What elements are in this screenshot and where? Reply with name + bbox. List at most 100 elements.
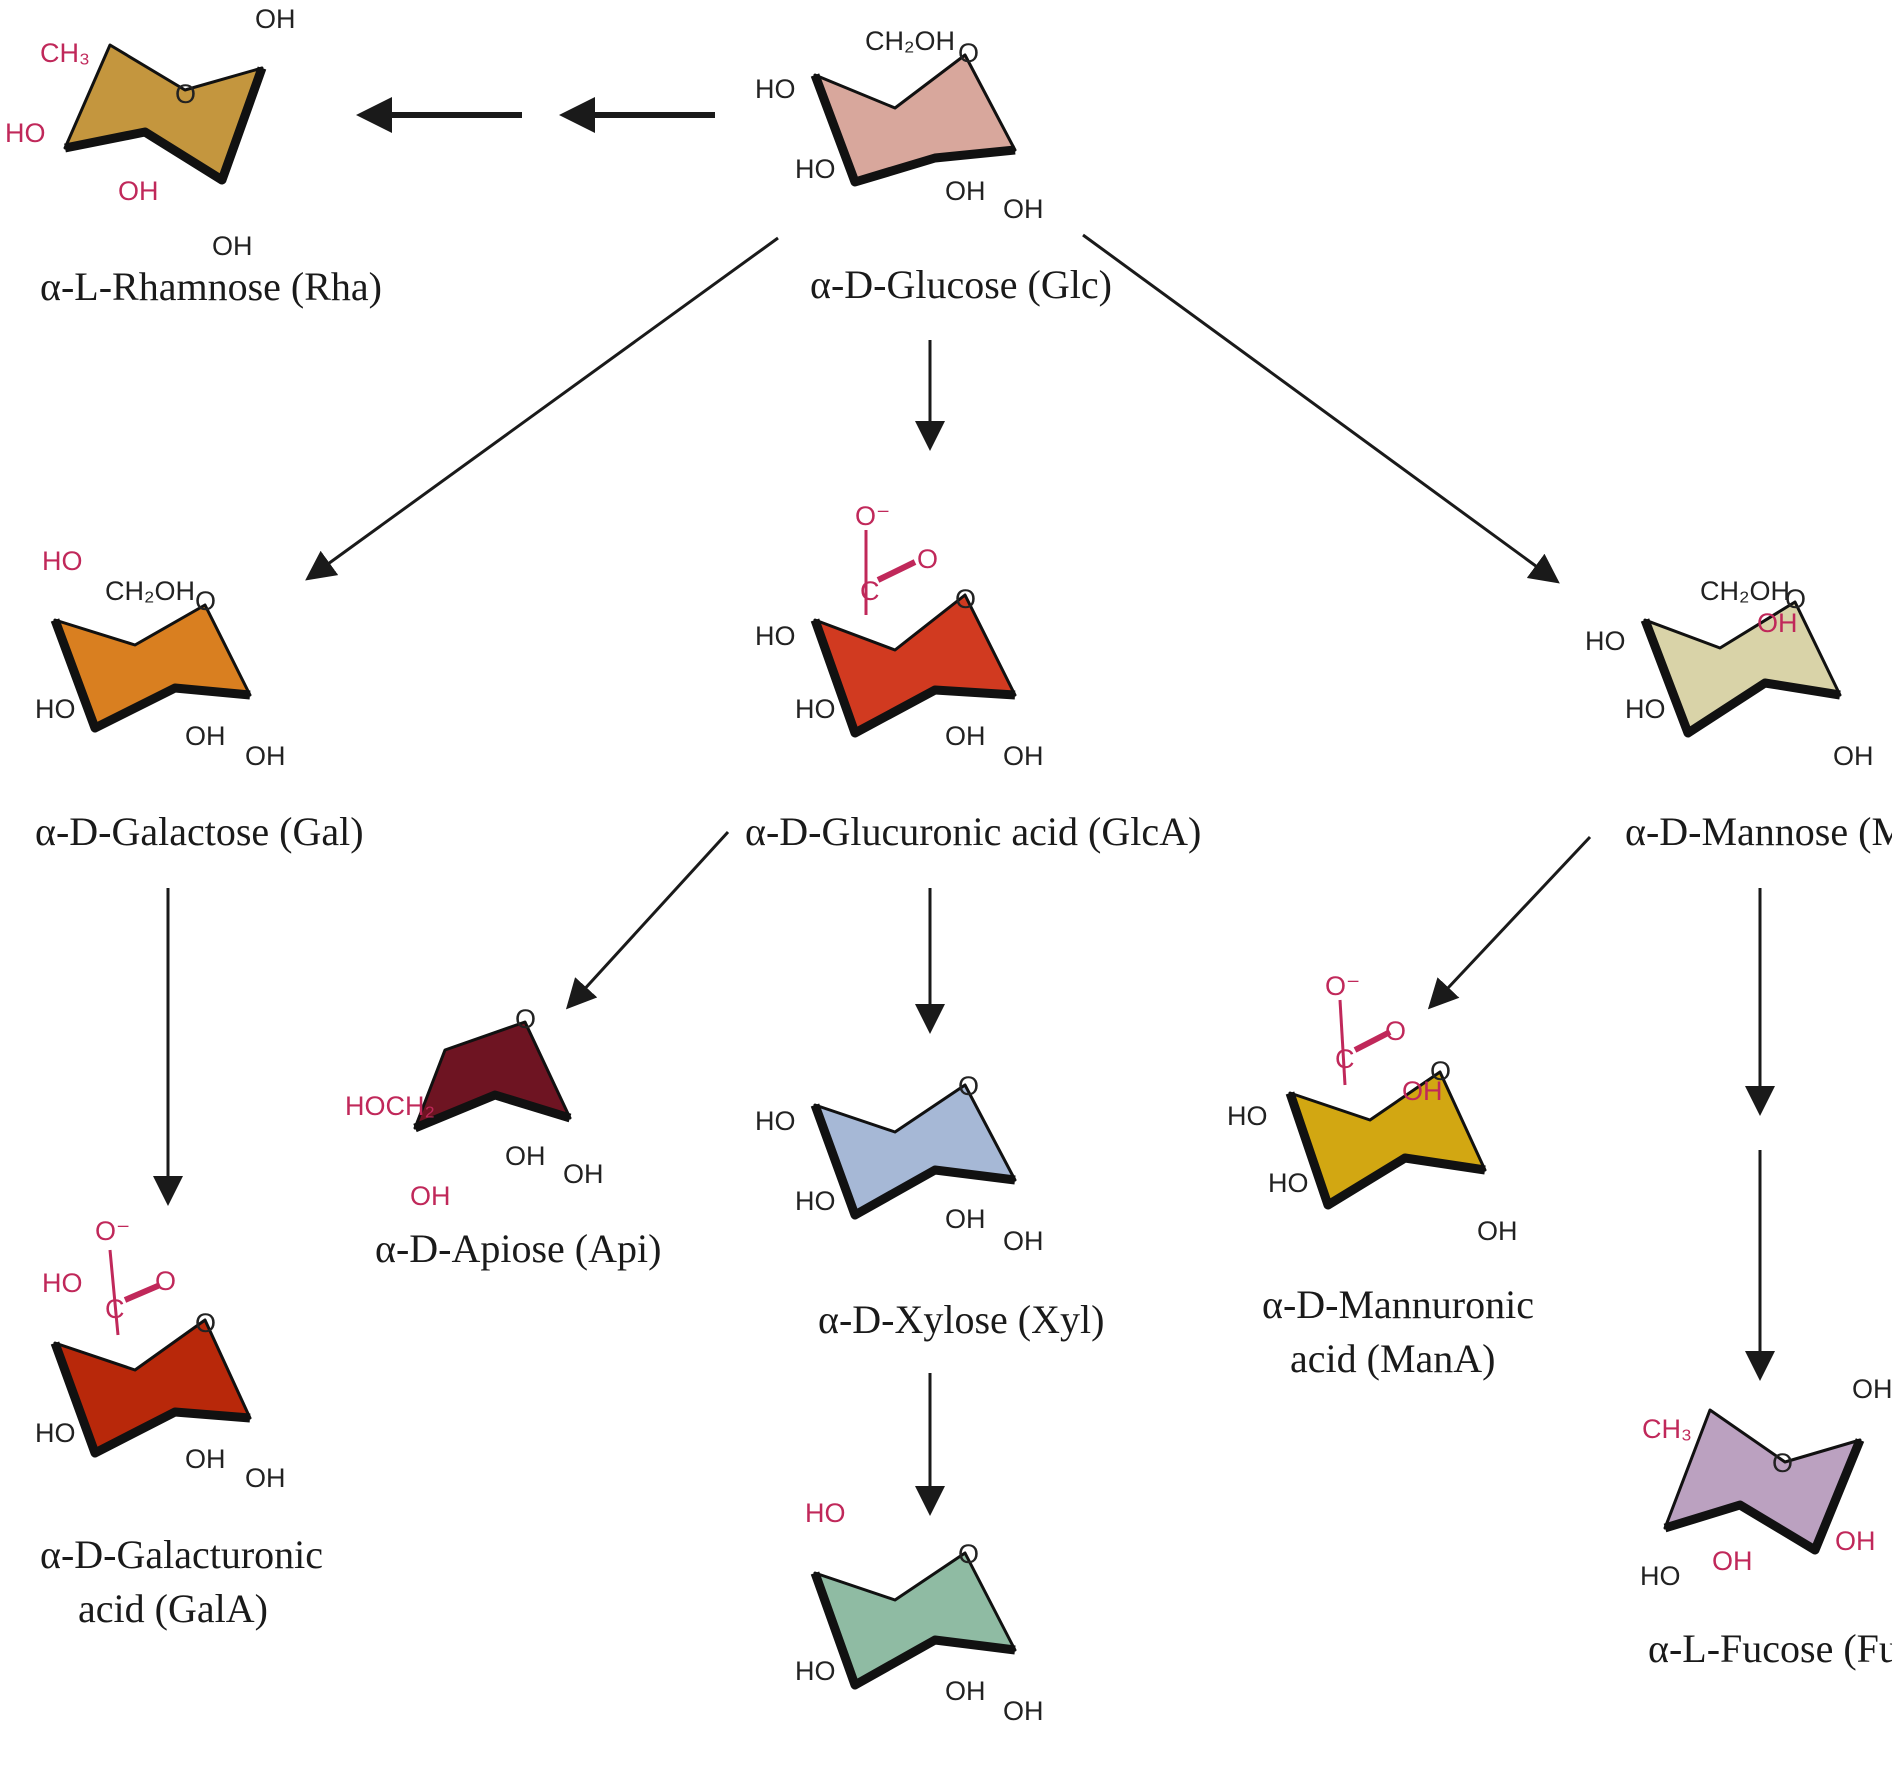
glucuronic-acid-ring-bold-edge [810, 618, 1016, 738]
xylose-oh-mid: OH [945, 1204, 986, 1234]
glucose-group: CH₂OH O HO HO OH OH α-D-Glucose (Glc) [755, 26, 1112, 307]
fucose-label: α-L-Fucose (Fuc) [1648, 1626, 1892, 1671]
mana-carboxyl-bond [1338, 999, 1347, 1086]
fucose-o: O [1772, 1448, 1793, 1478]
arrows [153, 97, 1775, 1516]
mannuronic-acid-ring-bold-edge [1285, 1091, 1486, 1210]
glca-o-minus: O⁻ [855, 501, 890, 531]
gala-ho-top: HO [42, 1268, 83, 1298]
galactose-ho-top: HO [42, 546, 83, 576]
gala-o-ring: O [195, 1308, 216, 1338]
mannose-ch2oh: CH₂OH [1700, 576, 1790, 606]
galactose-ch2oh: CH₂OH [105, 576, 195, 606]
fucose-oh-top: OH [1852, 1374, 1892, 1404]
glucose-oh-mid: OH [945, 176, 986, 206]
xylose-ho-top: HO [755, 1106, 796, 1136]
arabinose-oh-right: OH [1003, 1696, 1044, 1726]
galactose-ho-bottom: HO [35, 694, 76, 724]
mannuronic-acid-label-line2: acid (ManA) [1290, 1336, 1495, 1381]
arrow-glc-to-gal [305, 236, 779, 581]
mannose-group: CH₂OH OH O HO HO OH α-D-Mannose (Man) [1585, 576, 1892, 854]
arrow-man-to-mana [1427, 835, 1592, 1010]
glca-o-double: O [917, 544, 938, 574]
glca-oh-mid: OH [945, 721, 986, 751]
galactose-oh-right: OH [245, 741, 286, 771]
mana-ho-bottom: HO [1268, 1168, 1309, 1198]
galacturonic-acid-group: O⁻ C O HO O HO OH OH α-D-Galacturonic ac… [35, 1216, 323, 1631]
fucose-ho-bottom: HO [1640, 1561, 1681, 1591]
galactose-o: O [195, 586, 216, 616]
mana-ho-top: HO [1227, 1101, 1268, 1131]
mana-o-ring: O [1430, 1056, 1451, 1086]
rhamnose-o: O [175, 79, 196, 109]
rhamnose-oh-bottom: OH [212, 231, 253, 261]
mannuronic-acid-group: O⁻ C O OH O HO HO OH α-D-Mannuronic acid… [1227, 971, 1534, 1381]
apiose-hoch2: HOCH₂ [345, 1091, 435, 1121]
arabinose-ho-bottom: HO [795, 1656, 836, 1686]
mannuronic-acid-label-line1: α-D-Mannuronic [1262, 1282, 1534, 1327]
mannose-ho-bottom: HO [1625, 694, 1666, 724]
arabinose-ho-top: HO [805, 1498, 846, 1528]
apiose-oh-right: OH [563, 1159, 604, 1189]
gala-c: C [105, 1294, 125, 1324]
mannose-o: O [1785, 584, 1806, 614]
xylose-o: O [958, 1071, 979, 1101]
mana-o-minus: O⁻ [1325, 971, 1360, 1001]
galactose-group: HO CH₂OH O HO OH OH α-D-Galactose (Gal) [35, 546, 364, 854]
xylose-ho-bottom: HO [795, 1186, 836, 1216]
galacturonic-acid-ring-bold-edge [50, 1341, 251, 1458]
glca-c: C [860, 576, 880, 606]
mannose-oh-right: OH [1833, 741, 1874, 771]
glucose-o: O [958, 38, 979, 68]
apiose-oh-mid: OH [505, 1141, 546, 1171]
arabinose-ring-bold-edge [810, 1571, 1016, 1690]
glucose-ch2oh: CH₂OH [865, 26, 955, 56]
rhamnose-group: O CH₃ OH HO OH OH α-L-Rhamnose (Rha) [5, 4, 382, 309]
rhamnose-ch3: CH₃ [40, 38, 90, 68]
apiose-ring-bold-edge [413, 1090, 572, 1133]
fucose-group: CH₃ O OH HO OH OH α-L-Fucose (Fuc) [1640, 1374, 1892, 1671]
gala-oh-mid: OH [185, 1444, 226, 1474]
glucose-ho-bottom: HO [795, 154, 836, 184]
xylose-ring-bold-edge [810, 1103, 1016, 1220]
glca-carboxyl-double [876, 559, 917, 583]
mana-carboxyl-double [1353, 1029, 1392, 1053]
fucose-ring-bold-edge [1663, 1438, 1865, 1555]
apiose-o: O [515, 1004, 536, 1034]
glucose-ring-bold-edge [810, 73, 1016, 187]
rhamnose-label: α-L-Rhamnose (Rha) [40, 264, 382, 309]
xylose-group: O HO HO OH OH α-D-Xylose (Xyl) [755, 1071, 1104, 1342]
glucuronic-acid-group: O⁻ C O O HO HO OH OH α-D-Glucuronic acid… [745, 501, 1201, 854]
arabinose-o: O [958, 1539, 979, 1569]
arrow-glc-to-man [1082, 233, 1560, 584]
glucuronic-acid-label: α-D-Glucuronic acid (GlcA) [745, 809, 1201, 854]
arabinose-group: HO O HO OH OH [795, 1498, 1044, 1726]
fucose-ch3: CH₃ [1642, 1414, 1692, 1444]
glucose-ho-top: HO [755, 74, 796, 104]
gala-ho-bottom: HO [35, 1418, 76, 1448]
galacturonic-acid-label-line1: α-D-Galacturonic [40, 1532, 323, 1577]
fucose-oh-mid: OH [1712, 1546, 1753, 1576]
mannose-ho-top: HO [1585, 626, 1626, 656]
gala-oh-right: OH [245, 1463, 286, 1493]
gala-o-double: O [155, 1266, 176, 1296]
glca-o-ring: O [955, 584, 976, 614]
galacturonic-acid-label-line2: acid (GalA) [78, 1586, 268, 1631]
gala-carboxyl-bond [108, 1249, 120, 1336]
mana-oh-axial: OH [1402, 1076, 1443, 1106]
mana-c: C [1335, 1044, 1355, 1074]
arabinose-oh-mid: OH [945, 1676, 986, 1706]
mana-o-double: O [1385, 1016, 1406, 1046]
glca-ho-top: HO [755, 621, 796, 651]
rhamnose-ho-left: HO [5, 118, 46, 148]
mana-oh-right: OH [1477, 1216, 1518, 1246]
arrow-glca-to-api [565, 830, 730, 1010]
rhamnose-oh-mid: OH [118, 176, 159, 206]
mannose-ring [1643, 600, 1842, 735]
galactose-label: α-D-Galactose (Gal) [35, 809, 364, 854]
glucose-label: α-D-Glucose (Glc) [810, 262, 1112, 307]
glca-ho-bottom: HO [795, 694, 836, 724]
glucose-oh-right: OH [1003, 194, 1044, 224]
fucose-ring [1663, 1408, 1862, 1552]
